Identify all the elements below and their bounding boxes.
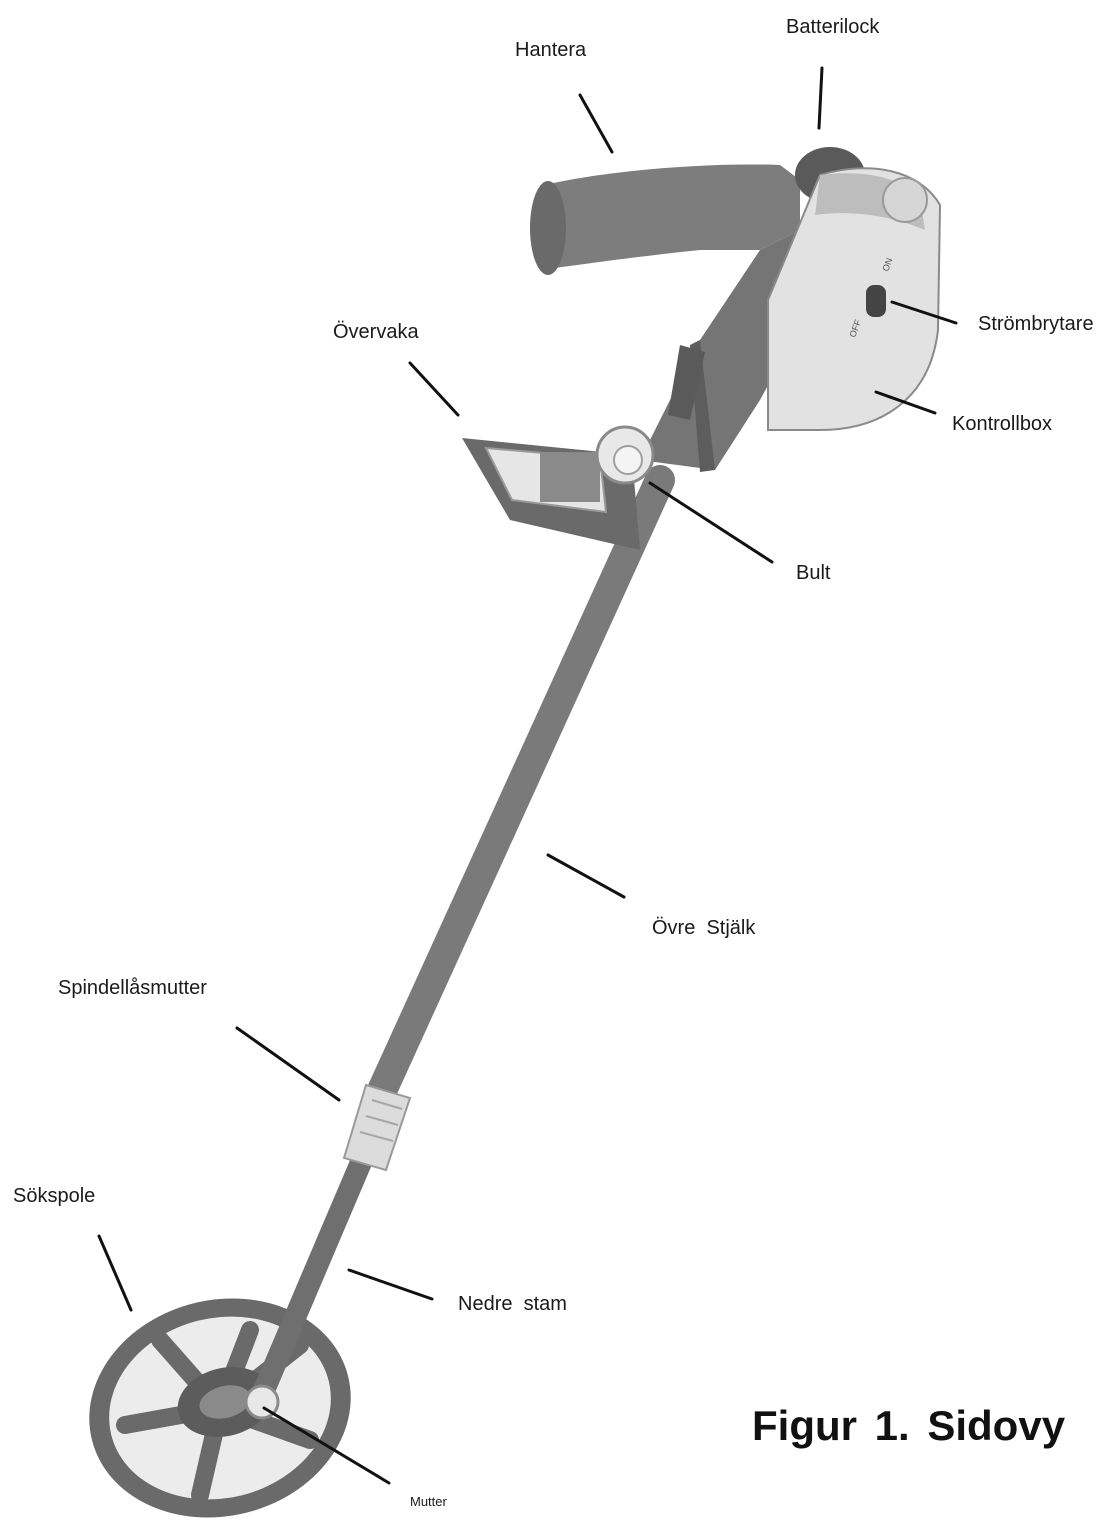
svg-text:ON: ON — [880, 257, 894, 273]
leader-strombrytare — [890, 300, 958, 325]
leader-ovre-stjalk — [546, 853, 626, 899]
upper-stem — [365, 465, 675, 1110]
label-ovre-stjalk: Övre Stjälk — [652, 917, 756, 939]
leader-lines — [97, 66, 958, 1485]
leader-kontrollbox — [874, 390, 937, 415]
search-coil — [89, 1298, 351, 1518]
label-bult: Bult — [796, 562, 831, 584]
display-monitor — [462, 438, 640, 550]
power-switch-shape — [866, 285, 886, 317]
label-kontrollbox: Kontrollbox — [952, 413, 1053, 435]
leader-spindellasmutter — [235, 1026, 341, 1102]
leader-overvaka — [408, 361, 460, 417]
label-overvaka: Övervaka — [333, 321, 419, 343]
leader-nedre-stam — [347, 1268, 434, 1301]
label-sokspole: Sökspole — [13, 1185, 96, 1207]
label-spindellasmutter: Spindellåsmutter — [58, 977, 207, 999]
leader-hantera — [578, 93, 614, 154]
handle — [545, 164, 800, 268]
leader-sokspole — [97, 1234, 133, 1312]
leader-mutter — [262, 1406, 391, 1485]
label-nedre-stam: Nedre stam — [458, 1293, 567, 1315]
lower-stem — [251, 1149, 373, 1406]
leader-batterilock — [817, 66, 824, 130]
label-strombrytare: Strömbrytare — [978, 313, 1094, 335]
label-batterilock: Batterilock — [786, 16, 880, 38]
figure-caption: Figur 1. Sidovy — [752, 1402, 1066, 1449]
label-hantera: Hantera — [515, 39, 587, 61]
mount-bolt — [595, 425, 655, 485]
leader-bult — [648, 481, 774, 564]
stem-lock-nut — [342, 1083, 412, 1172]
control-box-shape — [767, 167, 942, 431]
label-mutter: Mutter — [410, 1494, 447, 1509]
